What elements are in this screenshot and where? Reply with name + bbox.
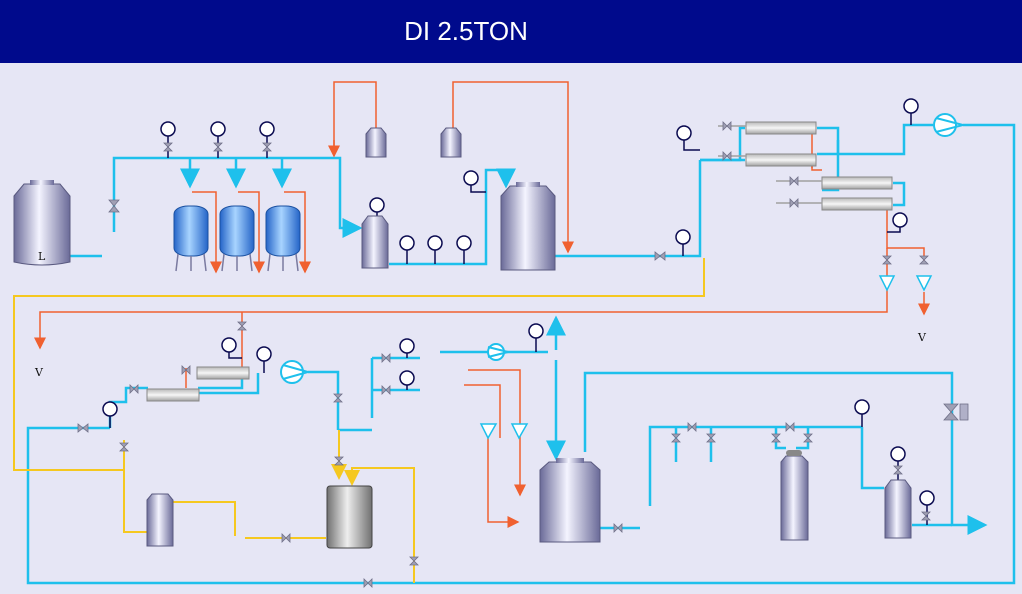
valve-icon [333,393,343,403]
resin-vessels [173,205,301,272]
valve-icon [119,442,129,452]
pressure-gauge-icon [854,399,870,427]
valve-icon [381,385,391,395]
pressure-gauge-icon [399,338,415,358]
valve-icon [882,255,892,265]
product-water-tank [539,458,601,543]
filter-housing-icon [365,127,387,158]
valve-icon [921,511,931,521]
membrane-module-icon [745,153,817,167]
valve-icon [671,433,681,443]
pressure-gauge-icon [160,121,176,158]
resin-vessel-3 [265,205,301,272]
valve-icon [893,465,903,475]
pump-icon [933,113,967,137]
membrane-modules [146,121,893,402]
membrane-module-icon [821,197,893,211]
pressure-gauge-icon [259,121,275,158]
pressure-gauge-icon [427,235,443,264]
pressure-gauge-icon [903,98,919,125]
pressure-gauge-icon [456,235,472,264]
valve-icon [409,556,419,566]
valve-icon [77,423,89,433]
pressure-gauges [102,98,935,525]
pressure-gauge-icon [256,346,272,373]
polishing-vessel [780,450,809,541]
membrane-module-icon [745,121,817,135]
vent-label-left: V [34,366,44,379]
membrane-module-icon [821,176,893,190]
valve-icon [262,142,272,152]
valve-icon [654,251,666,261]
header-bar: DI 2.5TON [0,0,1022,63]
valve-icon [237,321,247,331]
membrane-module-icon [146,388,200,402]
filter-housing-icon [440,127,462,158]
pumps [280,113,967,384]
pressure-gauge-icon [102,401,118,428]
valve-icon [706,433,716,443]
steel-vessel [326,485,373,549]
valve-icon [789,176,799,186]
flow-indicator-icon [510,423,529,440]
valve-icon [789,198,799,208]
valve-icon [363,578,373,588]
valve-icon [108,199,120,213]
resin-vessel-1 [173,205,209,272]
page-title: DI 2.5TON [404,16,528,46]
valve-icon [803,433,813,443]
valve-icon [771,433,781,443]
valve-icon [722,121,732,131]
valve-icon [613,523,623,533]
cartridge-filter-lower-left [146,493,174,547]
filter-housing-icon [361,215,389,269]
pressure-gauge-icon [675,229,691,256]
valve-icon [381,353,391,363]
tank-level-letter: L [38,250,46,263]
pressure-gauge-icon [221,337,242,359]
flow-indicator-icon [479,423,498,440]
valve-icon [181,365,191,375]
pump-icon [487,343,509,361]
pressure-gauge-icon [890,446,906,480]
valve-icon [129,384,139,394]
cyan-water-lines [26,123,1016,585]
valve-icon [919,255,929,265]
pressure-gauge-icon [676,125,700,151]
pressure-gauge-icon [399,235,415,264]
small-filter-housings [361,127,462,269]
raw-water-tank: L [13,180,71,266]
valve-icon [943,403,959,421]
membrane-module-icon [196,366,250,380]
pressure-gauge-icon [399,370,415,390]
pressure-gauge-icon [887,212,908,233]
resin-vessel-2 [219,205,255,272]
pump-icon [280,360,312,384]
valves [77,121,969,588]
valve-icon [785,422,795,432]
vent-label-right: V [917,331,927,344]
flow-indicators [479,275,933,440]
final-filter-housing [884,479,912,539]
valve-icon [163,142,173,152]
pressure-gauge-icon [210,121,226,158]
valve-icon [213,142,223,152]
flow-indicator-icon [915,275,933,292]
valve-icon [687,422,697,432]
intermediate-tank [500,182,556,271]
pressure-gauge-icon [369,197,385,218]
flow-indicator-icon [878,275,896,292]
valve-icon [281,533,291,543]
pressure-gauge-icon [528,323,544,352]
pressure-gauge-icon [463,170,486,193]
valve-actuator [959,403,969,421]
process-diagram: L [13,81,1016,588]
valve-icon [334,456,344,466]
valve-icon [722,151,732,161]
